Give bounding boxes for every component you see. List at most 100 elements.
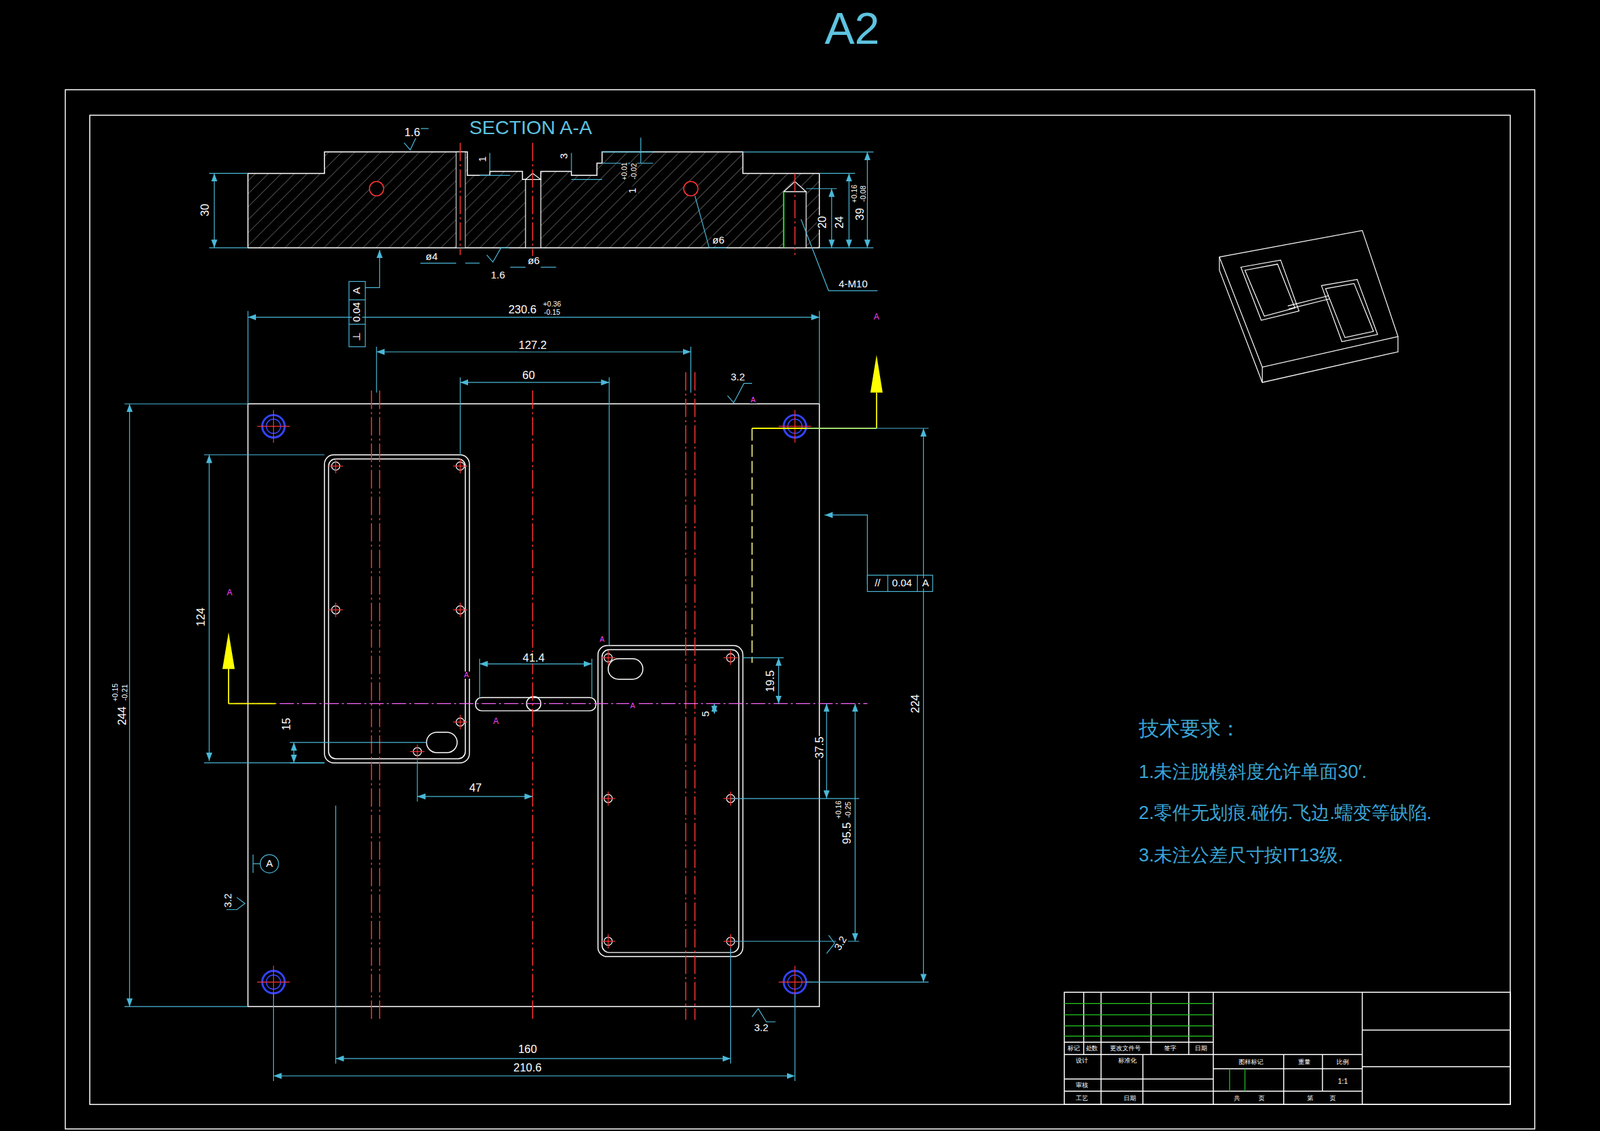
dimension-text: 210.6 [512,1062,543,1074]
drawing-line [685,372,686,1020]
dimension-text: 30 [199,202,211,217]
drawing-line [806,188,837,189]
drawing-line [465,262,480,264]
view-title: SECTION A-A [468,117,593,137]
drawing-line [365,249,380,288]
drawing-line [782,191,785,248]
drawing-line [369,181,384,196]
drawing-line [1261,367,1263,383]
roughness-value: 1.6 [489,270,507,281]
drawing-line [257,966,291,1000]
datum-reference: A [351,286,363,295]
drawing-line [743,151,874,152]
drawing-line [794,173,796,255]
drawing-line [1064,992,1511,1105]
drawing-line [600,934,616,949]
thread-callout: 4-M10 [837,279,869,290]
drawing-line [89,114,1511,1105]
drawing-line [600,650,616,666]
dimension-text: 3 [559,151,570,160]
drawing-line [257,409,291,443]
drawing-line [459,143,461,256]
drawing-line [870,355,883,393]
drawing-line [806,982,929,983]
drawing-line [824,515,868,584]
drawing-line [727,383,753,403]
dimension-text: 160 [517,1044,538,1056]
drawing-line [848,173,850,248]
drawing-line [209,247,249,249]
drawing-line [214,173,215,248]
drawing-line [917,575,918,592]
drawing-line [453,715,468,730]
drawing-line [273,1075,796,1077]
tolerance-text: -0.15 [542,308,562,316]
title-block-cell: 日期 [1122,1095,1137,1102]
tolerance-value: 0.04 [891,578,913,589]
drawing-line [370,390,372,1021]
dimension-text: 15 [281,717,293,732]
technical-note: 2.零件无划痕.碰伤.飞边.蠕变等缺陷. [1138,804,1434,823]
dimension-text: ø6 [526,255,541,267]
drawing-line [598,645,744,957]
dimension-text: 224 [909,693,921,714]
drawing-line [570,153,572,172]
dimension-text: 39 [854,206,866,222]
dimension-text: 95.5 [841,821,853,846]
drawing-line [1244,1068,1246,1092]
drawing-line [640,137,642,163]
title-block-cell: 第 [1306,1095,1315,1102]
drawing-line [1325,283,1374,338]
drawing-line [289,762,325,764]
drawing-line [376,346,378,393]
drawing-line [1213,1068,1363,1069]
drawing-line [1150,992,1152,1055]
drawing-line [1064,1003,1214,1004]
roughness-value: 3.2 [729,372,746,383]
drawing-line [713,703,715,714]
drawing-line [349,323,366,325]
tolerance-text: +0.36 [542,300,562,308]
title-block-cell: 更改文件号 [1109,1045,1143,1052]
dimension-text: ø6 [711,235,726,246]
dimension-text: 41.4 [521,652,546,664]
drawing-line [819,173,855,174]
drawing-line [826,703,827,799]
title-block-cell: 审核 [1074,1081,1089,1089]
drawing-line [806,427,929,429]
drawing-line [1362,1029,1511,1031]
drawing-line [1064,1025,1214,1027]
drawing-line [409,744,425,759]
section-mark: A [629,702,637,709]
drawing-line [602,151,654,152]
roughness-value: 1.6 [403,127,422,139]
drawing-line [608,659,644,680]
drawing-line [591,659,592,699]
drawing-line [1212,992,1214,1105]
title-block-cell: 1:1 [1337,1077,1349,1085]
drawing-line [778,657,779,704]
title-block-cell: 重量 [1296,1058,1312,1065]
drawing-line [252,854,254,874]
drawing-line [129,403,131,1007]
drawing-line [209,173,249,174]
drawing-line [289,741,427,743]
drawing-line [1064,1014,1214,1015]
tolerance-text: +0.16 [850,183,858,204]
drawing-line [1244,264,1295,317]
drawing-line [819,311,820,405]
drawing-line [426,732,458,753]
notes-heading: 技术要求： [1138,717,1243,739]
drawing-line [479,659,480,699]
section-mark: A [872,313,881,322]
drawing-line [479,175,511,176]
tolerance-text: +0.01 [620,161,628,182]
drawing-line [65,89,1535,1130]
drawing-line [349,299,366,301]
drawing-line [694,195,727,248]
roughness-value: 3.2 [832,934,850,954]
drawing-line [1219,230,1399,383]
dimension-text: 5 [700,710,712,718]
drawing-line [234,703,868,705]
drawing-line [690,346,692,393]
